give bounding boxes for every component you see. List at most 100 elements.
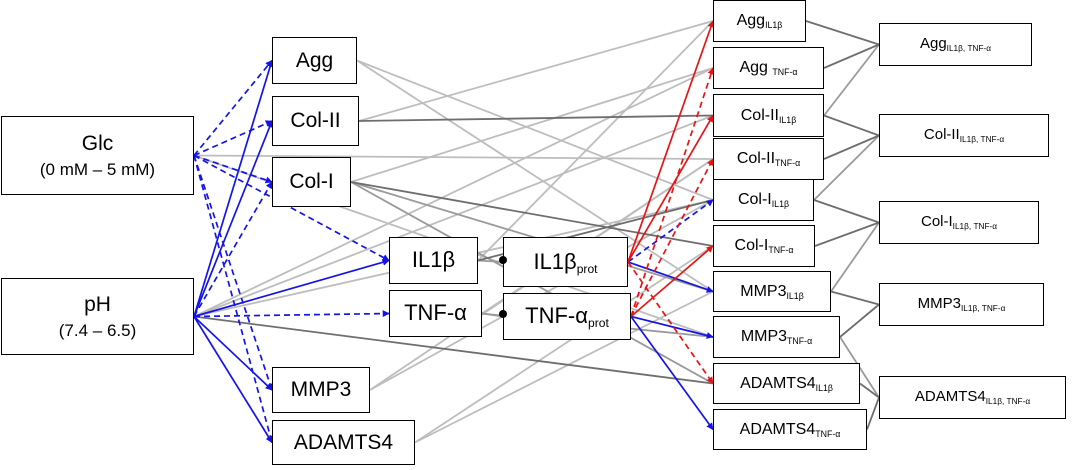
edge-col2-il1b-to-col2-comb	[823, 114, 880, 137]
col1-label: Col-I	[289, 170, 334, 194]
edge-col2-tnfa-to-col2-comb	[823, 134, 880, 160]
glc-range: (0 mM – 5 mM)	[39, 159, 156, 179]
adamts4-tnfa-node: ADAMTS4TNF-α	[713, 409, 867, 450]
col1-node: Col-I	[272, 157, 351, 207]
edge-col1-to-mmp3-il1b	[350, 181, 714, 293]
ph-range: (7.4 – 6.5)	[58, 320, 137, 340]
edge-mmp3-il1b-to-col1-comb	[830, 221, 880, 293]
mmp3-node: MMP3	[272, 367, 370, 413]
edge-il1b-prot-to-mmp3-il1b	[627, 261, 714, 293]
edge-glc-to-col1	[193, 154, 273, 184]
col2-tnfa-label: Col-IITNF-α	[736, 150, 801, 169]
edge-ph-to-mmp3	[193, 315, 273, 391]
edge-col1-il1b-to-col1-comb	[813, 199, 880, 224]
col2-node: Col-II	[272, 96, 359, 146]
edge-ph-to-col2	[193, 120, 273, 317]
adamts4-combined-label: ADAMTS4IL1β, TNF-α	[914, 388, 1031, 407]
col1-il1b-label: Col-IIL1β	[737, 191, 790, 210]
tnfa-prot-label: TNF-αprot	[525, 303, 609, 331]
edge-glc-to-il1b	[193, 154, 390, 262]
adamts4-label: ADAMTS4	[293, 430, 394, 454]
adamts4-tnfa-label: ADAMTS4TNF-α	[739, 420, 841, 439]
edge-glc-to-col2	[193, 120, 273, 157]
col1-combined-node: Col-IIL1β, TNF-α	[879, 201, 1039, 244]
edge-tnfa-prot-to-mmp3-tnfa	[630, 315, 714, 339]
ph-node: pH (7.4 – 6.5)	[1, 278, 194, 355]
agg-node: Agg	[272, 37, 357, 84]
agg-il1b-node: AggIL1β	[713, 0, 806, 42]
edge-ph-to-tnfa	[193, 310, 390, 318]
edge-glc-to-agg	[193, 59, 273, 157]
agg-tnfa-label: Agg TNF-α	[739, 59, 798, 78]
edge-il1b-prot-to-adamts4-il1b	[627, 261, 714, 385]
edge-col1-tnfa-to-col1-comb	[814, 221, 880, 247]
edge-glc-to-col2-tnfa	[193, 154, 714, 160]
edge-col1-to-col1-tnfa	[350, 181, 714, 247]
edge-col1-il1b-to-col2-comb	[813, 134, 880, 201]
edge-il1b-prot-to-agg-il1b	[627, 20, 715, 263]
edge-tnfa-prot-to-agg-tnfa	[630, 67, 715, 317]
agg-tnfa-node: Agg TNF-α	[713, 47, 824, 89]
edge-mmp3-il1b-to-mmp3-comb	[830, 290, 880, 306]
col2-label: Col-II	[290, 109, 341, 133]
col2-combined-node: Col-IIIL1β, TNF-α	[879, 114, 1049, 157]
col2-combined-label: Col-IIIL1β, TNF-α	[923, 126, 1005, 145]
agg-label: Agg	[295, 48, 334, 72]
edge-col2-to-agg-il1b	[358, 20, 714, 122]
tnfa-junction-dot	[499, 310, 507, 318]
mmp3-il1b-label: MMP3IL1β	[740, 282, 804, 301]
col2-il1b-node: Col-IIIL1β	[713, 94, 824, 137]
il1b-node: IL1β	[389, 237, 478, 284]
adamts4-node: ADAMTS4	[272, 420, 415, 465]
edge-mmp3-tnfa-to-mmp3-comb	[839, 303, 880, 338]
edge-glc-to-mmp3	[193, 155, 274, 391]
edge-ph-to-il1b	[193, 258, 390, 318]
col2-il1b-label: Col-IIIL1β	[740, 106, 797, 125]
il1b-prot-label: IL1βprot	[533, 248, 598, 277]
agg-combined-node: AggIL1β, TNF-α	[879, 23, 1032, 66]
edge-il1b-prot-to-col1-il1b	[627, 199, 714, 263]
edge-tnfa-prot-to-adamts4-tnfa	[630, 316, 714, 431]
col1-tnfa-node: Col-ITNF-α	[713, 225, 815, 267]
edge-il1b-to-il1b-prot	[477, 259, 504, 263]
edge-adamts4-il1b-to-adamts4-comb	[859, 382, 880, 399]
edge-agg-to-mmp3-il1b	[356, 59, 714, 293]
il1b-prot-node: IL1βprot	[503, 237, 628, 287]
tnfa-node: TNF-α	[389, 290, 482, 337]
mmp3-combined-node: MMP3IL1β, TNF-α	[879, 283, 1044, 326]
tnfa-label: TNF-α	[404, 300, 467, 326]
adamts4-il1b-node: ADAMTS4IL1β	[713, 363, 860, 404]
edge-adamts4-tnfa-to-adamts4-comb	[866, 397, 880, 430]
edge-agg-to-col1-il1b	[356, 59, 714, 201]
edge-agg-tnfa-to-agg-comb	[823, 43, 880, 69]
glc-label: Glc	[81, 131, 114, 155]
adamts4-combined-node: ADAMTS4IL1β, TNF-α	[879, 376, 1066, 419]
edge-tnfa-prot-to-col1-tnfa	[630, 245, 714, 318]
edge-col2-il1b-to-agg-comb	[823, 43, 880, 117]
col1-il1b-node: Col-IIL1β	[713, 179, 814, 221]
edge-il1b-prot-to-col2-il1b	[627, 114, 714, 263]
mmp3-tnfa-node: MMP3TNF-α	[713, 316, 840, 358]
glc-node: Glc (0 mM – 5 mM)	[1, 116, 194, 195]
agg-combined-label: AggIL1β, TNF-α	[919, 35, 992, 54]
ph-label: pH	[84, 292, 111, 316]
edge-ph-to-adamts4-il1b	[193, 315, 714, 385]
edge-adamts4-to-mmp3-il1b	[414, 290, 714, 444]
edge-ph-to-col2-il1b	[193, 114, 714, 318]
mmp3-combined-label: MMP3IL1β, TNF-α	[917, 295, 1006, 314]
edge-col1-to-agg-tnfa	[350, 67, 714, 183]
mmp3-tnfa-label: MMP3TNF-α	[740, 328, 813, 347]
edge-ph-to-col1	[193, 181, 273, 317]
agg-il1b-label: AggIL1β	[736, 12, 783, 31]
edge-ph-to-agg	[193, 59, 274, 317]
mmp3-il1b-node: MMP3IL1β	[713, 271, 831, 312]
edge-glc-to-adamts4	[193, 155, 274, 444]
col1-tnfa-label: Col-ITNF-α	[734, 237, 794, 256]
il1b-junction-dot	[499, 256, 507, 264]
edge-il1b-to-agg-il1b	[477, 20, 714, 262]
col1-combined-label: Col-IIL1β, TNF-α	[920, 213, 998, 232]
edge-ph-to-adamts4	[193, 316, 273, 444]
edge-agg-il1b-to-agg-comb	[805, 20, 880, 46]
tnfa-prot-node: TNF-αprot	[503, 293, 631, 340]
